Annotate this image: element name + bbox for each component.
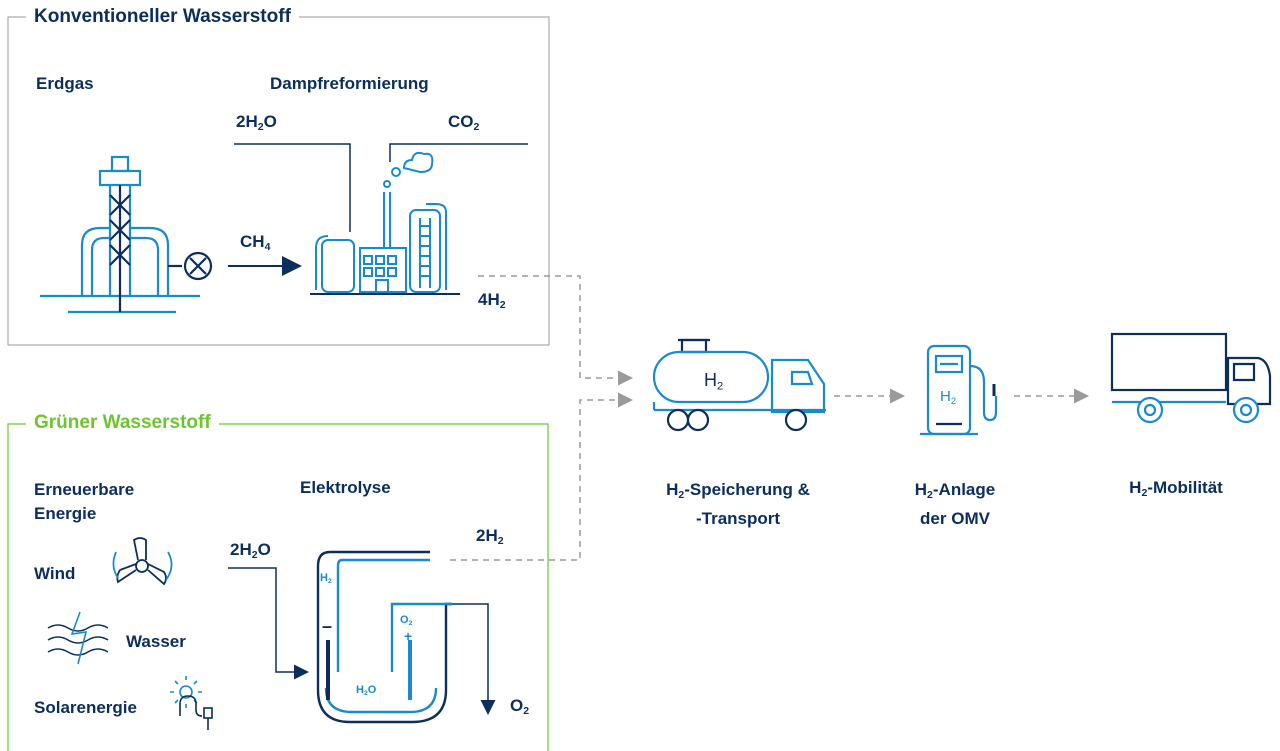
co2-output-line	[389, 143, 528, 162]
cell-o2-label: O2	[400, 614, 413, 628]
factory-icon	[310, 151, 460, 295]
electrolysis-water-input	[228, 567, 309, 680]
wind-turbine-icon	[112, 537, 173, 586]
electrolysis-cell	[316, 550, 452, 724]
oxygen-output-line	[452, 603, 496, 715]
conventional-title: Konventioneller Wasserstoff	[26, 6, 299, 28]
conventional-h2-output-label: 4H2	[478, 290, 506, 312]
cell-h2-label: H2	[320, 572, 332, 586]
wind-label: Wind	[34, 564, 76, 583]
cathode-minus-label: –	[322, 616, 333, 636]
fuel-pump-icon	[920, 344, 998, 436]
green-box	[7, 423, 549, 751]
pump-h2-label: H2	[940, 388, 957, 406]
solar-icon	[170, 676, 213, 730]
green-title: Grüner Wasserstoff	[26, 412, 219, 434]
tanker-truck-icon	[652, 338, 826, 432]
natural-gas-label: Erdgas	[36, 74, 94, 93]
oxygen-output-label: O2	[510, 696, 530, 718]
co2-label: CO2	[448, 112, 480, 134]
electrolysis-label: Elektrolyse	[300, 478, 391, 497]
oil-derrick-icon	[40, 155, 213, 314]
solar-label: Solarenergie	[34, 698, 137, 717]
green-h2-output-label: 2H2	[476, 526, 504, 548]
truck-icon	[1110, 332, 1272, 424]
tank-h2-label: H2	[704, 370, 724, 393]
water-input-line	[234, 143, 351, 232]
conventional-water-label: 2H2O	[236, 112, 277, 134]
water-waves-icon	[47, 611, 109, 665]
anode-plus-label: +	[404, 628, 413, 644]
green-to-storage-connector	[450, 392, 633, 561]
green-water-input-label: 2H2O	[230, 540, 271, 562]
omv-station-label: H2-Anlage der OMV	[914, 480, 996, 529]
steam-reforming-label: Dampfreformierung	[270, 74, 429, 93]
mobility-label: H2-Mobilität	[1129, 478, 1223, 500]
storage-transport-label: H2-Speicherung & -Transport	[666, 480, 810, 529]
cell-h2o-label: H2O	[356, 684, 377, 698]
water-label: Wasser	[126, 632, 186, 651]
ch4-label: CH4	[240, 232, 271, 254]
